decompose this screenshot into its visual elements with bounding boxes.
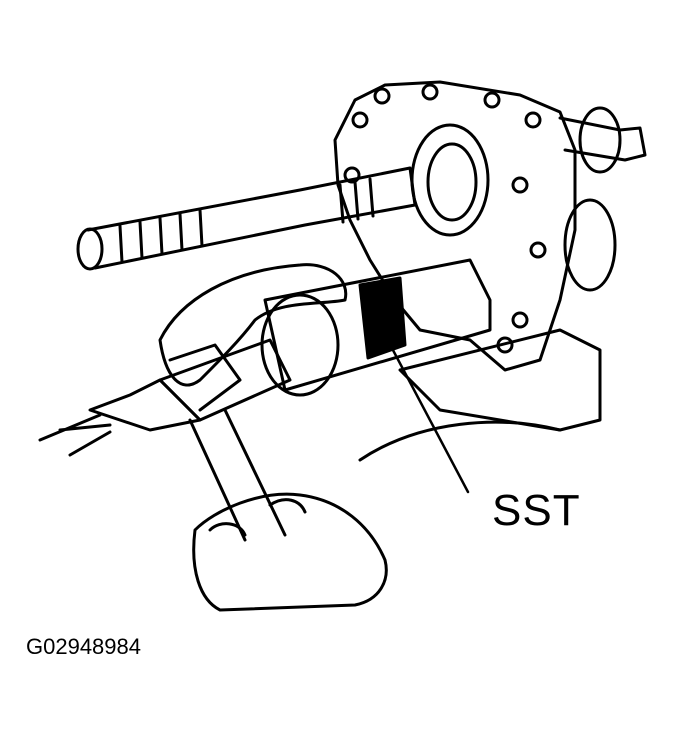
case-bolt bbox=[524, 111, 542, 129]
case-bolt bbox=[529, 241, 547, 259]
case-bolt bbox=[421, 83, 439, 101]
case-bolt bbox=[351, 111, 369, 129]
main-shaft bbox=[86, 166, 417, 270]
shaft-end bbox=[76, 227, 104, 271]
hammer-handle bbox=[188, 408, 287, 542]
sst-callout-label: SST bbox=[492, 486, 581, 535]
case-bolt bbox=[511, 176, 529, 194]
gear bbox=[563, 198, 617, 292]
case-bolt bbox=[373, 87, 391, 105]
sst-band bbox=[358, 276, 407, 360]
figure-code: G02948984 bbox=[26, 634, 141, 659]
bearing-inner bbox=[426, 142, 478, 222]
case-bolt bbox=[483, 91, 501, 109]
spline bbox=[118, 177, 375, 264]
drift-head bbox=[168, 343, 242, 412]
callout-leader bbox=[383, 333, 470, 494]
case-bolt bbox=[343, 166, 361, 184]
drift bbox=[158, 338, 292, 422]
gear bbox=[578, 106, 622, 174]
ground-line bbox=[358, 420, 562, 462]
transmission-case bbox=[333, 80, 577, 372]
left-hand bbox=[158, 263, 348, 387]
sst-end bbox=[260, 293, 340, 397]
case-bolt bbox=[511, 311, 529, 329]
strike-lines bbox=[38, 413, 112, 457]
rear-shaft bbox=[558, 116, 647, 162]
right-hand bbox=[192, 492, 388, 612]
drift-tip bbox=[88, 378, 202, 432]
knuckles bbox=[208, 498, 307, 537]
sst-tool bbox=[263, 258, 492, 392]
support-block bbox=[398, 328, 602, 432]
